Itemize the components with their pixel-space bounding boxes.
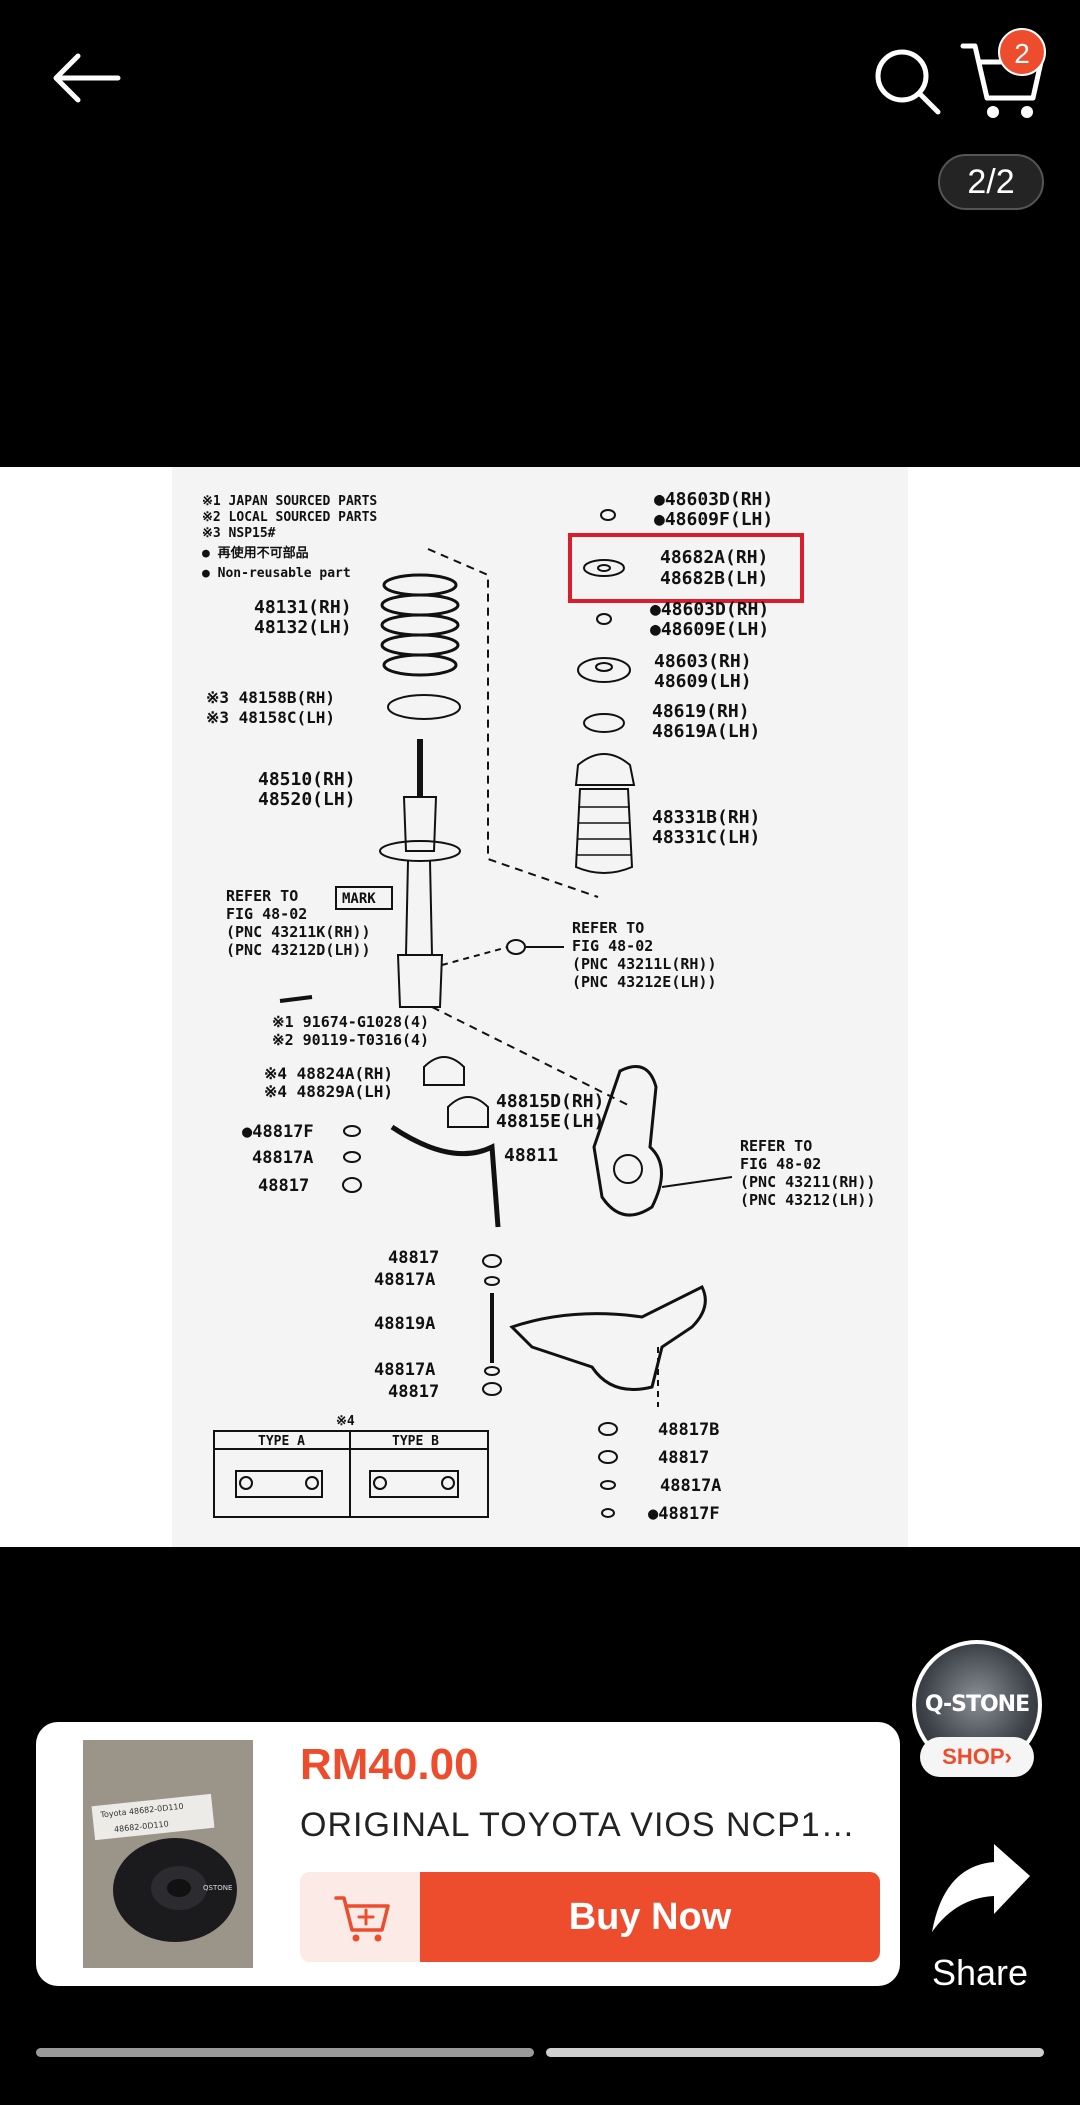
cart-plus-icon — [334, 1896, 390, 1942]
chevron-right-icon: › — [1004, 1744, 1012, 1769]
add-to-cart-button[interactable] — [300, 1872, 422, 1962]
page-indicator-2 — [546, 2048, 1044, 2057]
shop-name: Q-STONE — [924, 1692, 1030, 1717]
page-indicator-1 — [36, 2048, 534, 2057]
shop-tag-label: SHOP — [942, 1744, 1005, 1769]
label-48131: 48131(RH) — [254, 597, 352, 618]
product-price: RM40.00 — [300, 1740, 479, 1789]
product-image[interactable]: ※1 JAPAN SOURCED PARTS ※2 LOCAL SOURCED … — [0, 467, 1080, 1547]
note-3: ※3 NSP15# — [202, 526, 276, 541]
cart-count-badge: 2 — [998, 28, 1046, 76]
label-refer3-c: (PNC 43211(RH)) — [740, 1173, 875, 1191]
label-48609F: ●48609F(LH) — [654, 509, 773, 530]
label-refer1-b: FIG 48-02 — [226, 905, 307, 923]
label-48158C: ※3 48158C(LH) — [206, 708, 335, 727]
label-48603: 48603(RH) — [654, 651, 752, 672]
label-type-b: TYPE B — [392, 1434, 439, 1449]
image-counter: 2/2 — [938, 154, 1044, 210]
label-mark: MARK — [342, 891, 376, 907]
label-refer3-b: FIG 48-02 — [740, 1155, 821, 1173]
label-48817F-right: ●48817F — [648, 1504, 720, 1524]
label-type-a: TYPE A — [258, 1434, 305, 1449]
label-48829A: ※4 48829A(LH) — [264, 1082, 393, 1101]
shop-button[interactable]: SHOP› — [920, 1737, 1034, 1777]
label-refer2-c: (PNC 43211L(RH)) — [572, 955, 717, 973]
share-button[interactable]: Share — [910, 1836, 1050, 1996]
note-1: ※1 JAPAN SOURCED PARTS — [202, 494, 377, 509]
note-2: ※2 LOCAL SOURCED PARTS — [202, 510, 377, 525]
label-type-note: ※4 — [336, 1414, 355, 1429]
label-48817-center-2: 48817 — [388, 1382, 439, 1402]
label-48619A: 48619A(LH) — [652, 721, 760, 742]
label-90119: ※2 90119-T0316(4) — [272, 1031, 429, 1049]
label-48817A-right: 48817A — [660, 1476, 721, 1496]
label-refer3-d: (PNC 43212(LH)) — [740, 1191, 875, 1209]
label-48817A-center-2: 48817A — [374, 1360, 435, 1380]
label-48811: 48811 — [504, 1145, 558, 1166]
label-48815D: 48815D(RH) — [496, 1091, 604, 1112]
buy-now-button[interactable]: Buy Now — [420, 1872, 880, 1962]
label-48609: 48609(LH) — [654, 671, 752, 692]
label-refer2-b: FIG 48-02 — [572, 937, 653, 955]
parts-diagram: ※1 JAPAN SOURCED PARTS ※2 LOCAL SOURCED … — [172, 467, 908, 1547]
label-48817A-left: 48817A — [252, 1148, 313, 1168]
top-bar: 2 2/2 — [0, 0, 1080, 210]
label-48132: 48132(LH) — [254, 617, 352, 638]
label-48817B: 48817B — [658, 1420, 719, 1440]
label-48824A: ※4 48824A(RH) — [264, 1064, 393, 1083]
search-icon — [875, 49, 941, 115]
product-photo: Toyota 48682-0D110 48682-0D110 QSTONE — [83, 1740, 253, 1968]
label-48158B: ※3 48158B(RH) — [206, 688, 335, 707]
product-thumbnail: Toyota 48682-0D110 48682-0D110 QSTONE — [83, 1740, 253, 1968]
label-refer1-d: (PNC 43212D(LH)) — [226, 941, 371, 959]
label-refer1-c: (PNC 43211K(RH)) — [226, 923, 371, 941]
label-48609E: ●48609E(LH) — [650, 619, 769, 640]
label-refer1-a: REFER TO — [226, 887, 298, 905]
label-refer3-a: REFER TO — [740, 1137, 812, 1155]
product-title: ORIGINAL TOYOTA VIOS NCP1… — [300, 1806, 856, 1844]
label-48817-center-1: 48817 — [388, 1248, 439, 1268]
label-48331C: 48331C(LH) — [652, 827, 760, 848]
label-48619: 48619(RH) — [652, 701, 750, 722]
label-48682A: 48682A(RH) — [660, 547, 768, 568]
label-48603D-2: ●48603D(RH) — [650, 599, 769, 620]
note-4: ● 再使用不可部品 — [202, 545, 309, 561]
label-91674: ※1 91674-G1028(4) — [272, 1013, 429, 1031]
share-arrow-icon — [932, 1844, 1030, 1932]
label-48520: 48520(LH) — [258, 789, 356, 810]
label-48815E: 48815E(LH) — [496, 1111, 604, 1132]
back-button[interactable] — [44, 40, 128, 124]
suspension-diagram: ※1 JAPAN SOURCED PARTS ※2 LOCAL SOURCED … — [202, 489, 875, 1524]
label-48819A: 48819A — [374, 1314, 435, 1334]
label-48510: 48510(RH) — [258, 769, 356, 790]
search-button[interactable] — [866, 40, 950, 124]
label-48682B: 48682B(LH) — [660, 568, 768, 589]
label-48817-right: 48817 — [658, 1448, 709, 1468]
label-48603D-top: ●48603D(RH) — [654, 489, 773, 510]
highlight-box — [568, 533, 804, 603]
label-48817A-center-1: 48817A — [374, 1270, 435, 1290]
label-refer2-d: (PNC 43212E(LH)) — [572, 973, 717, 991]
arrow-left-icon — [53, 53, 121, 103]
label-48331B: 48331B(RH) — [652, 807, 760, 828]
product-card[interactable]: Toyota 48682-0D110 48682-0D110 QSTONE RM… — [36, 1722, 900, 1986]
thumb-brand: QSTONE — [203, 1884, 232, 1892]
share-label: Share — [931, 1952, 1029, 1993]
note-5: ● Non-reusable part — [202, 566, 351, 581]
label-48817-left: 48817 — [258, 1176, 309, 1196]
label-48817F-left: ●48817F — [242, 1122, 314, 1142]
label-refer2-a: REFER TO — [572, 919, 644, 937]
